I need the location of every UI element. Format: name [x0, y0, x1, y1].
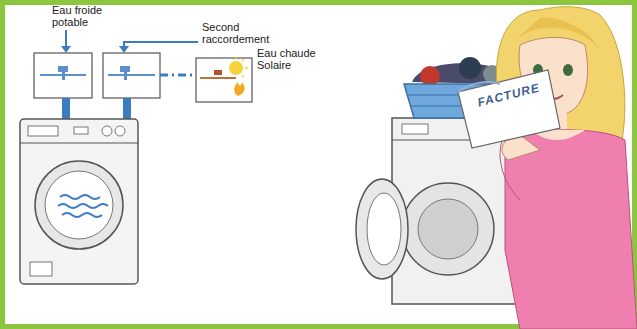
supply-line [65, 30, 67, 47]
hot-water-line [160, 74, 196, 77]
solar-label: Eau chaude Solaire [257, 47, 321, 71]
water-label: Eau froide potable [52, 4, 112, 28]
washing-machine [20, 119, 138, 284]
tap-box [34, 53, 92, 98]
invoice-paper [458, 70, 560, 148]
connection-label: Second raccordement [202, 21, 280, 45]
supply-line [124, 42, 198, 47]
arrow-head [61, 46, 71, 53]
woman [496, 7, 637, 329]
solar-box [196, 57, 252, 102]
pipe [123, 98, 131, 119]
arrow-head [119, 46, 129, 53]
tap-box [103, 53, 160, 98]
pipe [62, 98, 70, 119]
